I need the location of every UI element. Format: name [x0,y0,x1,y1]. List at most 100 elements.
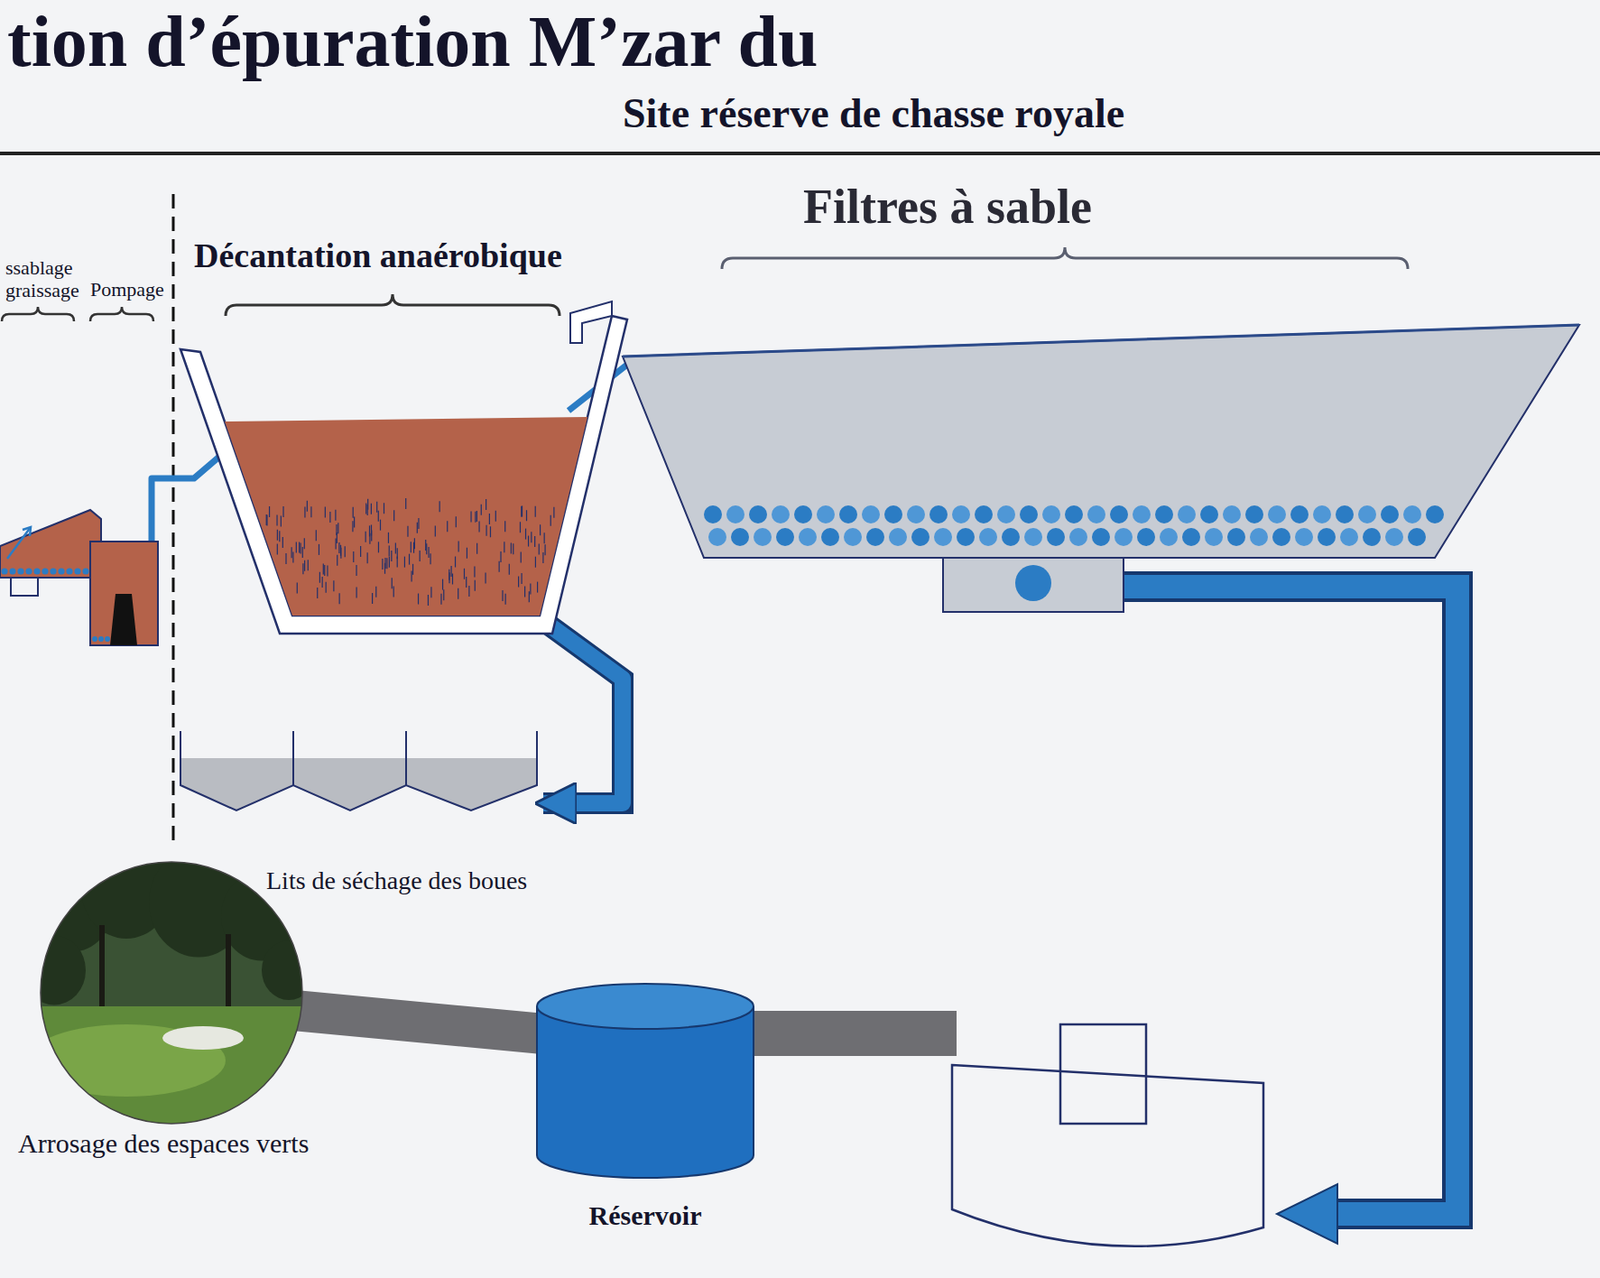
filter-gravel [1132,505,1151,524]
water-surface [622,324,1580,357]
sediment-mark [429,553,431,565]
stage-label: Arrosage des espaces verts [18,1128,361,1160]
sediment-mark [410,541,412,553]
sediment-mark [427,546,429,558]
photo-trunk [99,924,105,1016]
sediment-mark [379,519,381,531]
grey-pipe [749,1010,957,1056]
sediment-mark [442,579,444,591]
sediment-mark [419,550,421,562]
filter-gravel [1001,527,1020,546]
filter-gravel [1294,527,1314,546]
gravel-dot [17,567,24,574]
filter-gravel [1358,505,1377,524]
filter-gravel [839,505,858,524]
sediment-mark [446,520,448,532]
treatment-basin [952,1064,1264,1247]
diagram-title: tion d’épuration M’zar du [7,0,819,84]
process-stage: Filtres à sable [622,178,1593,630]
stage-label: Réservoir [532,1200,759,1232]
filter-gravel [906,505,925,524]
sediment-mark [539,524,541,536]
sediment-mark [451,565,453,577]
title-rule [0,151,1600,156]
sediment-mark [351,520,353,532]
dried-sludge [180,758,537,811]
bracket [1,306,74,322]
filter-gravel [1340,527,1359,546]
sediment-mark [388,545,390,557]
filter-gravel [1267,505,1286,524]
sediment-mark [430,586,432,598]
pipe-outline [543,622,623,804]
filter-gravel [1024,527,1043,546]
sediment-mark [323,564,325,576]
filter-gravel [1069,527,1088,546]
sediment-mark [319,572,321,583]
sediment-mark [519,521,521,533]
sediment-mark [544,532,546,544]
process-stage: Décantation anaérobique [180,236,632,652]
filter-gravel [1019,505,1038,524]
gravel-dot [98,636,104,642]
sediment-mark [375,586,377,598]
filter-gravel [1109,505,1129,524]
sediment-mark [465,576,467,588]
filter-gravel [1042,505,1061,524]
filter-gravel [753,527,772,546]
sediment-mark [452,573,454,584]
flow-arrow [7,527,31,559]
sediment-mark [520,573,522,584]
sediment-mark [367,504,369,516]
sediment-mark [356,587,358,599]
sediment-mark [390,550,392,562]
sediment-mark [458,541,460,553]
stage-heading: Décantation anaérobique [194,236,619,277]
sediment-mark [352,551,354,563]
sediment-mark [304,560,306,572]
sediment-mark [295,541,297,553]
reservoir-side [536,1006,538,1156]
sediment-mark [277,529,278,541]
sediment-mark [485,525,487,537]
sediment-mark [360,545,361,557]
sediment-mark [478,521,480,533]
sediment-mark [334,509,336,521]
drain-channel [943,557,1124,612]
sediment-mark [393,585,395,597]
reservoir-side [752,1006,755,1156]
filter-gravel [749,505,768,524]
sediment-mark [266,514,268,526]
filter-gravel [997,505,1016,524]
flow-connector [543,622,623,804]
filter-gravel [1182,527,1201,546]
sediment-mark [276,515,278,527]
sediment-mark [505,593,507,605]
reservoir-top [536,983,754,1029]
sediment-mark [376,501,378,513]
sediment-mark [484,573,486,584]
sediment-mark [476,510,478,522]
filter-gravel [798,527,817,546]
filter-gravel [1087,505,1106,524]
sediment-mark [332,580,334,592]
sediment-mark [425,543,427,555]
lawn-photo [22,839,316,1133]
sediment-mark [370,524,372,536]
sand-filter [622,324,1580,558]
sediment-mark [355,564,357,576]
sediment-mark [520,506,522,518]
sediment-mark [304,537,306,549]
sediment-mark [553,507,555,518]
sediment-mark [521,505,523,517]
sediment-mark [525,528,527,540]
sediment-mark [457,588,459,600]
sediment-mark [476,543,478,555]
sediment-mark [535,506,537,518]
sediment-mark [434,525,436,537]
sediment-mark [443,589,444,601]
sediment-mark [527,536,529,547]
sediment-mark [404,556,406,568]
bracket [225,294,560,316]
sediment-mark [544,544,546,555]
